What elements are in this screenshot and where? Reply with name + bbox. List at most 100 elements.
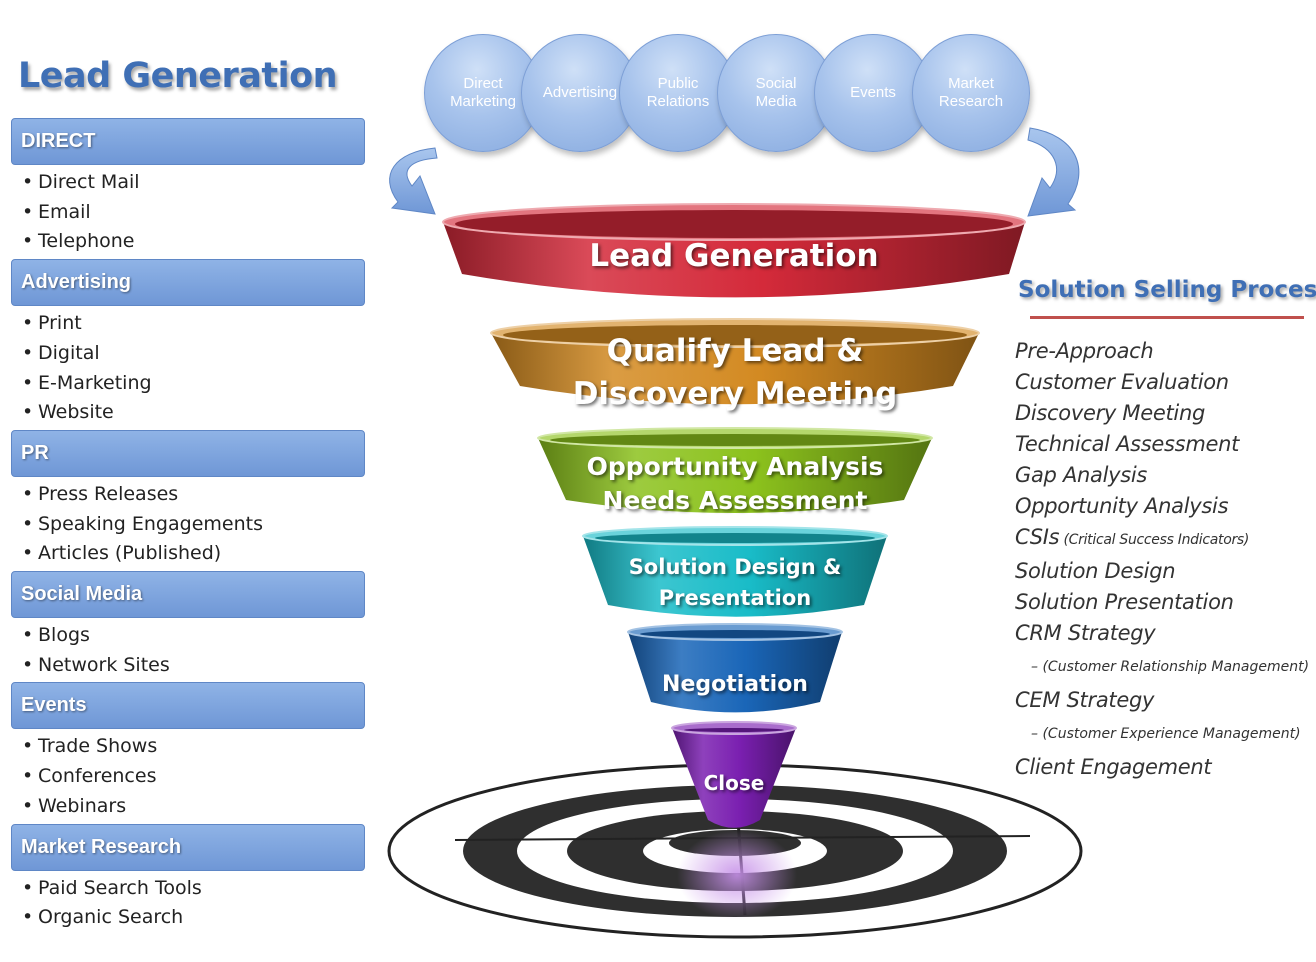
solution-step-note: (Critical Success Indicators) [1059, 532, 1250, 548]
solution-step-subnote: – (Customer Experience Management) [1015, 716, 1315, 752]
solution-selling-title: Solution Selling Process [1018, 277, 1316, 303]
solution-step-text: Customer Evaluation [1015, 370, 1229, 394]
category-list: •Print•Digital•E-Marketing•Website [11, 306, 365, 430]
bullet-icon: • [22, 401, 34, 424]
solution-step-text: Solution Presentation [1015, 590, 1234, 614]
funnel-stage-label: Solution Design &Presentation [583, 552, 887, 614]
channel-bubble-label: Advertising [543, 84, 617, 102]
list-item-label: Trade Shows [38, 735, 158, 758]
list-item-label: Website [38, 401, 114, 424]
solution-step: CRM Strategy [1015, 618, 1315, 649]
list-item-label: Organic Search [38, 906, 184, 929]
category-list: •Paid Search Tools•Organic Search [11, 871, 365, 935]
funnel-stage [537, 427, 933, 513]
channel-bubble-line: Marketing [450, 93, 516, 110]
channel-bubble-line: Research [938, 93, 1004, 110]
list-item: •Direct Mail [22, 168, 365, 198]
solution-step-subnote-text: (Customer Experience Management) [1042, 726, 1301, 742]
bullet-icon: • [22, 371, 34, 394]
category-header: Advertising [11, 259, 365, 307]
bullet-icon: • [22, 653, 34, 676]
page-title: Lead Generation [18, 56, 338, 96]
funnel-stage [490, 318, 980, 405]
funnel-stage-body [538, 438, 932, 513]
bullet-icon: • [22, 230, 34, 253]
category-header: DIRECT [11, 118, 365, 165]
list-item-label: Print [38, 312, 82, 335]
list-item: •Webinars [22, 792, 365, 822]
bullet-icon: • [22, 542, 34, 565]
funnel-stage-label-line: Discovery Meeting [572, 376, 898, 412]
bullet-icon: • [22, 482, 34, 505]
bullet-icon: • [22, 171, 34, 193]
list-item: •Print [22, 309, 365, 339]
funnel-stage-body [628, 632, 842, 713]
list-item-label: Articles (Published) [38, 542, 222, 565]
list-item: •Network Sites [22, 651, 365, 681]
bullet-icon: • [22, 200, 34, 223]
bullet-icon: • [22, 312, 34, 335]
bullet-icon: • [22, 512, 34, 535]
category-list: •Direct Mail•Email•Telephone [11, 165, 365, 259]
list-item-label: Digital [38, 341, 100, 364]
funnel-stage-body [443, 222, 1025, 298]
list-item-label: E-Marketing [38, 371, 152, 394]
list-item-label: Paid Search Tools [38, 876, 202, 899]
funnel-stage-label-line: Lead Generation [589, 238, 879, 274]
solution-step-text: Discovery Meeting [1015, 401, 1205, 425]
solution-step-subnote-text: (Customer Relationship Management) [1042, 659, 1310, 675]
list-item: •Paid Search Tools [22, 874, 365, 904]
funnel-stage-opening [595, 533, 875, 543]
list-item: •Blogs [22, 621, 365, 651]
solution-step: Client Engagement [1015, 752, 1315, 783]
funnel-stage-label-line: Negotiation [662, 672, 808, 697]
funnel-stage-opening [684, 728, 784, 732]
solution-step-text: Pre-Approach [1015, 339, 1154, 363]
solution-step-text: Solution Design [1015, 559, 1176, 583]
channel-bubble-label: Events [850, 84, 896, 102]
funnel-stage-body [491, 333, 979, 405]
target-glow [677, 830, 797, 920]
funnel-stage-body [672, 728, 796, 828]
funnel-stage-label-line: Solution Design & [628, 555, 842, 579]
funnel-stage [442, 203, 1026, 298]
solution-selling-underline [1030, 316, 1304, 319]
bullet-icon: • [22, 624, 34, 647]
solution-step: CSIs (Critical Success Indicators) [1015, 522, 1315, 556]
list-item-label: Email [38, 200, 91, 223]
category-list: •Blogs•Network Sites [11, 618, 365, 682]
list-item: •Organic Search [22, 903, 365, 933]
channel-bubble-line: Relations [646, 93, 710, 110]
arrow-right-icon [1027, 127, 1080, 217]
target [387, 763, 1083, 939]
funnel-stage-opening [503, 325, 967, 345]
solution-step: Pre-Approach [1015, 336, 1315, 367]
list-item: •Articles (Published) [22, 539, 365, 569]
channel-bubble-line: Social [755, 75, 797, 92]
solution-step-text: Opportunity Analysis [1015, 494, 1229, 518]
solution-step-text: Technical Assessment [1015, 432, 1240, 456]
list-item-label: Conferences [38, 765, 157, 788]
list-item: •E-Marketing [22, 369, 365, 399]
bullet-icon: • [22, 876, 34, 899]
funnel-stage [671, 721, 797, 828]
category-list: •Trade Shows •Conferences•Webinars [11, 729, 365, 823]
bullet-icon: • [22, 735, 34, 758]
channel-bubble-line: Market [948, 75, 994, 92]
dash-icon: – [1031, 726, 1043, 742]
solution-step: CEM Strategy [1015, 685, 1315, 716]
funnel-stage-body [583, 536, 887, 617]
list-item: •Conferences [22, 762, 365, 792]
solution-step-text: CSIs [1015, 525, 1060, 549]
list-item-label: Webinars [38, 794, 127, 817]
bullet-icon: • [22, 906, 34, 929]
list-item-label: Direct Mail [38, 171, 140, 193]
category-header: PR [11, 429, 365, 477]
